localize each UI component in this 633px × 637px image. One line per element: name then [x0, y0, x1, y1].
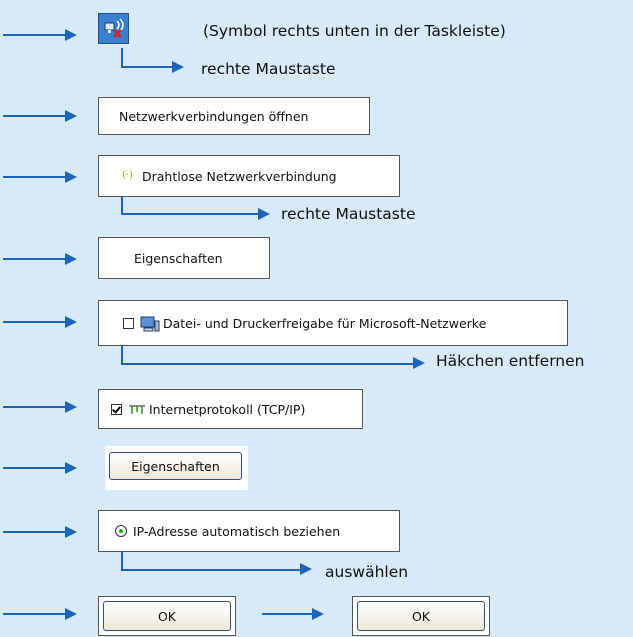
- action-text-3: rechte Maustaste: [281, 205, 416, 223]
- computer-icon: [140, 316, 160, 331]
- ok-button-2[interactable]: OK: [357, 601, 485, 631]
- ok-button-frame-1: OK: [98, 596, 236, 636]
- elbow-arrowhead-3: [258, 208, 270, 220]
- tray-hint: (Symbol rechts unten in der Taskleiste): [203, 22, 506, 40]
- auto-ip-radio[interactable]: [115, 525, 127, 537]
- connection-label: Drahtlose Netzwerkverbindung: [142, 168, 337, 184]
- action-text-5: Häkchen entfernen: [436, 352, 585, 370]
- elbow-arrowhead-5: [413, 357, 425, 369]
- wireless-connection-item[interactable]: (·) Drahtlose Netzwerkverbindung: [98, 155, 400, 197]
- step-arrow-8: [3, 526, 77, 538]
- step-arrow-5: [3, 316, 77, 328]
- elbow-connector-8: [121, 552, 300, 571]
- elbow-arrowhead-1: [172, 61, 184, 73]
- elbow-connector-1: [121, 48, 173, 68]
- menu-item-label: Eigenschaften: [134, 250, 223, 266]
- step-arrow-4: [3, 253, 77, 265]
- open-network-connections-item[interactable]: Netzwerkverbindungen öffnen: [98, 97, 370, 135]
- file-printer-sharing-option[interactable]: Datei- und Druckerfreigabe für Microsoft…: [98, 300, 568, 346]
- network-tray-icon[interactable]: [98, 13, 129, 44]
- protocol-icon: [128, 403, 146, 415]
- properties-button-frame: Eigenschaften: [105, 446, 248, 490]
- sharing-checkbox[interactable]: [123, 317, 134, 329]
- ok-button-1[interactable]: OK: [103, 601, 231, 631]
- properties-menu-item[interactable]: Eigenschaften: [98, 237, 270, 279]
- step-arrow-9b: [262, 608, 324, 620]
- action-text-1: rechte Maustaste: [201, 60, 336, 78]
- auto-ip-option[interactable]: IP-Adresse automatisch beziehen: [98, 510, 400, 552]
- button-label: OK: [157, 608, 177, 624]
- elbow-connector-5: [121, 346, 413, 365]
- step-arrow-7: [3, 462, 77, 474]
- step-arrow-3: [3, 171, 77, 183]
- step-arrow-9a: [3, 608, 77, 620]
- properties-button[interactable]: Eigenschaften: [109, 452, 242, 480]
- action-text-8: auswählen: [325, 563, 409, 581]
- ok-button-frame-2: OK: [352, 596, 490, 636]
- step-arrow-6: [3, 401, 77, 413]
- button-label: Eigenschaften: [131, 458, 220, 474]
- elbow-connector-3: [121, 197, 259, 215]
- wireless-icon: (·): [122, 170, 133, 181]
- option-label: Internetprotokoll (TCP/IP): [149, 401, 306, 417]
- option-label: Datei- und Druckerfreigabe für Microsoft…: [163, 315, 487, 331]
- elbow-arrowhead-8: [300, 563, 312, 575]
- option-label: IP-Adresse automatisch beziehen: [133, 523, 341, 539]
- button-label: OK: [411, 608, 431, 624]
- menu-item-label: Netzwerkverbindungen öffnen: [119, 108, 309, 124]
- step-arrow-2: [3, 110, 77, 122]
- step-arrow-1: [3, 29, 77, 41]
- tcp-ip-checkbox[interactable]: [111, 403, 122, 415]
- tcp-ip-option[interactable]: Internetprotokoll (TCP/IP): [98, 389, 363, 429]
